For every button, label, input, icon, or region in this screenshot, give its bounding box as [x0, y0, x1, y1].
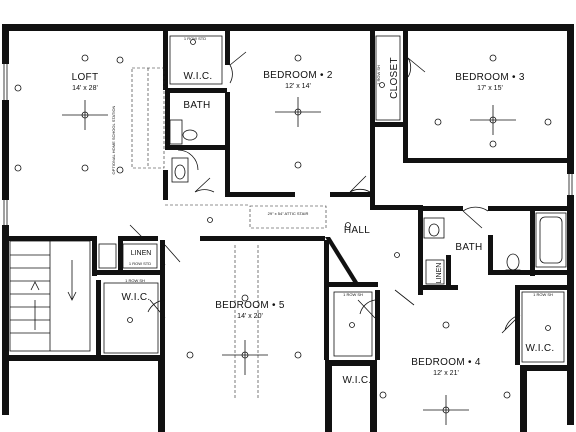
- shelf-note-wic-b4-left: 1 ROW SH: [343, 292, 363, 297]
- bedroom2-dim: 12' x 14': [285, 83, 311, 90]
- bedroom3-label: BEDROOM • 3: [455, 72, 525, 83]
- bedroom5-label: BEDROOM • 5: [215, 300, 285, 311]
- linen-left-label: LINEN: [131, 250, 152, 257]
- bath-top-label: BATH: [183, 100, 210, 111]
- loft-label: LOFT: [72, 72, 99, 83]
- closet-label: CLOSET: [389, 57, 400, 99]
- bedroom4-dim: 12' x 21': [433, 370, 459, 377]
- bath-top-fixtures: [169, 119, 198, 183]
- bath-right-fixtures: [423, 212, 567, 275]
- fan-loft: [62, 100, 108, 130]
- bedroom3-dim: 17' x 15': [477, 85, 503, 92]
- closet-shelves: [98, 35, 565, 363]
- bath-right-label: BATH: [455, 242, 482, 253]
- notes: 29" x 54" ATTIC STAIR OPTIONAL HOME SCHO…: [111, 36, 553, 297]
- ceiling-fans: [62, 97, 516, 425]
- shelf-note-wic-b4-right: 1 ROW SH: [533, 292, 553, 297]
- fan-bedroom3: [470, 105, 516, 135]
- windows: [3, 64, 573, 225]
- fan-bedroom5: [222, 340, 268, 375]
- shelf-note-closet: 1 ROW SH: [376, 65, 381, 85]
- bedroom2-label: BEDROOM • 2: [263, 70, 333, 81]
- staircase: [9, 240, 91, 352]
- home-school-note: OPTIONAL HOME SCHOOL STATION: [111, 105, 116, 174]
- room-labels: LOFT 14' x 28' BEDROOM • 2 12' x 14' BED…: [72, 57, 555, 386]
- exterior-walls: [2, 24, 574, 432]
- shelf-note-linen: 1 ROW STD: [129, 261, 151, 266]
- wic-top-label: W.I.C.: [183, 71, 212, 82]
- fan-bedroom4: [423, 395, 469, 425]
- wic-b4-left-label: W.I.C.: [342, 375, 371, 386]
- interior-walls: [8, 30, 573, 365]
- light-fixtures: [14, 39, 552, 399]
- bedroom5-dim: 14' x 20': [237, 313, 263, 320]
- wic-left-label: W.I.C.: [121, 292, 150, 303]
- wic-b4-right-label: W.I.C.: [525, 343, 554, 354]
- hall-label: HALL: [344, 225, 370, 236]
- doors: [129, 51, 521, 334]
- linen-right-label: LINEN: [436, 263, 443, 284]
- shelf-note-wic-top: 1 ROW STD: [184, 36, 206, 41]
- bedroom4-label: BEDROOM • 4: [411, 357, 481, 368]
- attic-stair-note: 29" x 54" ATTIC STAIR: [268, 211, 309, 216]
- dashed-elements: [131, 67, 327, 400]
- fan-bedroom2: [275, 97, 321, 127]
- loft-dim: 14' x 28': [72, 85, 98, 92]
- shelf-note-wic-left: 1 ROW SH: [125, 278, 145, 283]
